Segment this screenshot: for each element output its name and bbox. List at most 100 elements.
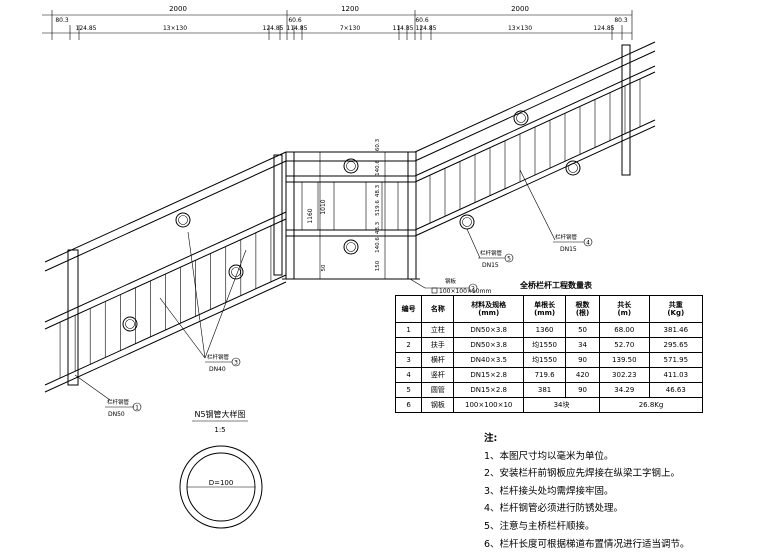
materials-table: 编号 名称 材料及规格(mm) 单根长(mm) 根数(根) 共长(m) 共重(K… [394,295,704,413]
dim-end-left-b: 124.85 [263,25,284,32]
col-count: 根数(根) [565,295,600,323]
dim-v6: 140.6 [375,237,381,253]
cell: 34块 [523,397,600,413]
callout-4-name: 栏杆钢管 [555,233,578,241]
detail-diameter: D=100 [209,479,234,487]
cell: 90 [565,352,600,368]
dim-bays-middle: 7×130 [340,25,360,32]
dim-span-left: 2000 [169,5,187,13]
cell: 139.50 [599,352,650,368]
cell: 钢板 [421,397,455,413]
cell: 719.6 [523,367,567,383]
col-total-weight: 共重(Kg) [648,295,704,323]
dim-end-right-a: 124.85 [416,25,437,32]
callout-5-spec: DN15 [482,262,499,269]
cell: 46.63 [648,382,704,398]
notes-heading: 注: [484,433,498,444]
dim-v8: 50 [321,264,327,271]
cell: DN15×2.8 [453,382,525,398]
dim-end-right-b: 124.85 [594,25,615,32]
cell: 6 [394,397,423,413]
callout-3-number: 3 [234,360,238,367]
right-railing [414,41,656,237]
cell: 571.95 [648,352,704,368]
cell: 26.8Kg [599,397,703,413]
cell: 4 [394,367,423,383]
col-length: 单根长(mm) [523,295,567,323]
dim-bays-left: 13×130 [163,25,187,32]
dim-v1: 60.3 [375,138,381,151]
cell: 34.29 [599,382,650,398]
cell: 90 [565,382,600,398]
col-total-length: 共长(m) [599,295,650,323]
callout-4-number: 4 [586,240,590,247]
callout-2-number: 2 [471,286,475,293]
cell: 34 [565,337,600,353]
cell: 立柱 [421,322,455,338]
dimension-chain: 2000 1200 2000 80.3 124.85 13×130 124.85… [42,5,633,40]
post-left-end [67,249,79,386]
cell: 68.00 [599,322,650,338]
dim-post-left: 60.6 [288,17,302,24]
col-name: 名称 [421,295,455,323]
cell: 圆管 [421,382,455,398]
note-item: 1、本图尺寸均以毫米为单位。 [484,450,614,462]
cell: DN40×3.5 [453,352,525,368]
cell: 5 [394,382,423,398]
cell: 2 [394,337,423,353]
dim-v2: 140.6 [375,160,381,176]
callout-1-name: 栏杆钢管 [107,398,130,406]
middle-railing: 1160 1010 60.3 140.6 48.3 519.6 48.3 140… [282,138,420,280]
cell: 3 [394,352,423,368]
plate-square-icon [431,287,438,294]
dim-v5: 48.3 [375,221,381,234]
cell: DN50×3.8 [453,322,525,338]
post-left-inner [273,154,283,276]
dim-bays-right: 13×130 [508,25,532,32]
dim-span-right: 2000 [511,5,529,13]
detail-scale: 1:5 [214,426,225,434]
cell: 均1550 [523,337,567,353]
cell: 411.03 [648,367,704,383]
dim-v4: 519.6 [375,200,381,216]
callouts: 1 栏杆钢管 DN50 3 栏杆钢管 DN40 5 栏杆钢管 DN15 4 栏杆… [74,169,593,418]
dim-end-left-a: 124.85 [76,25,97,32]
table-header-row: 编号 名称 材料及规格(mm) 单根长(mm) 根数(根) 共长(m) 共重(K… [394,295,704,323]
cell: 1360 [523,322,567,338]
cell: DN50×3.8 [453,337,525,353]
note-item: 4、栏杆钢管必须进行防锈处理。 [484,503,624,515]
callout-3-name: 栏杆钢管 [207,353,230,361]
note-item: 2、安装栏杆前钢板应先焊接在纵梁工字钢上。 [484,468,681,480]
dim-v3: 48.3 [375,184,381,197]
dim-span-middle: 1200 [341,5,359,13]
callout-5-number: 5 [507,256,511,263]
dim-v7: 150 [375,260,381,271]
col-spec: 材料及规格(mm) [453,295,525,323]
table-title: 全桥栏杆工程数量表 [520,281,592,290]
callout-4-spec: DN15 [560,246,577,253]
dim-height-rail: 1010 [320,199,327,214]
cell: 1 [394,322,423,338]
callout-5-name: 栏杆钢管 [480,249,503,257]
cell: 50 [565,322,600,338]
pipe-detail: N5钢管大样图 1:5 D=100 [179,409,263,529]
note-item: 3、栏杆接头处均需焊接牢固。 [484,485,614,497]
cell: 381.46 [648,322,704,338]
dim-end-mid-b: 114.85 [393,25,414,32]
callout-3-spec: DN40 [209,366,226,373]
cell: 均1550 [523,352,567,368]
cell: 100×100×10 [453,397,525,413]
callout-2-spec: 100×100×10mm [439,288,491,295]
detail-title: N5钢管大样图 [194,409,245,419]
cell: 295.65 [648,337,704,353]
cell: 381 [523,382,567,398]
note-item: 6、栏杆长度可根据梯道布置情况进行适当调节。 [484,538,690,550]
callout-1-number: 1 [135,405,139,412]
